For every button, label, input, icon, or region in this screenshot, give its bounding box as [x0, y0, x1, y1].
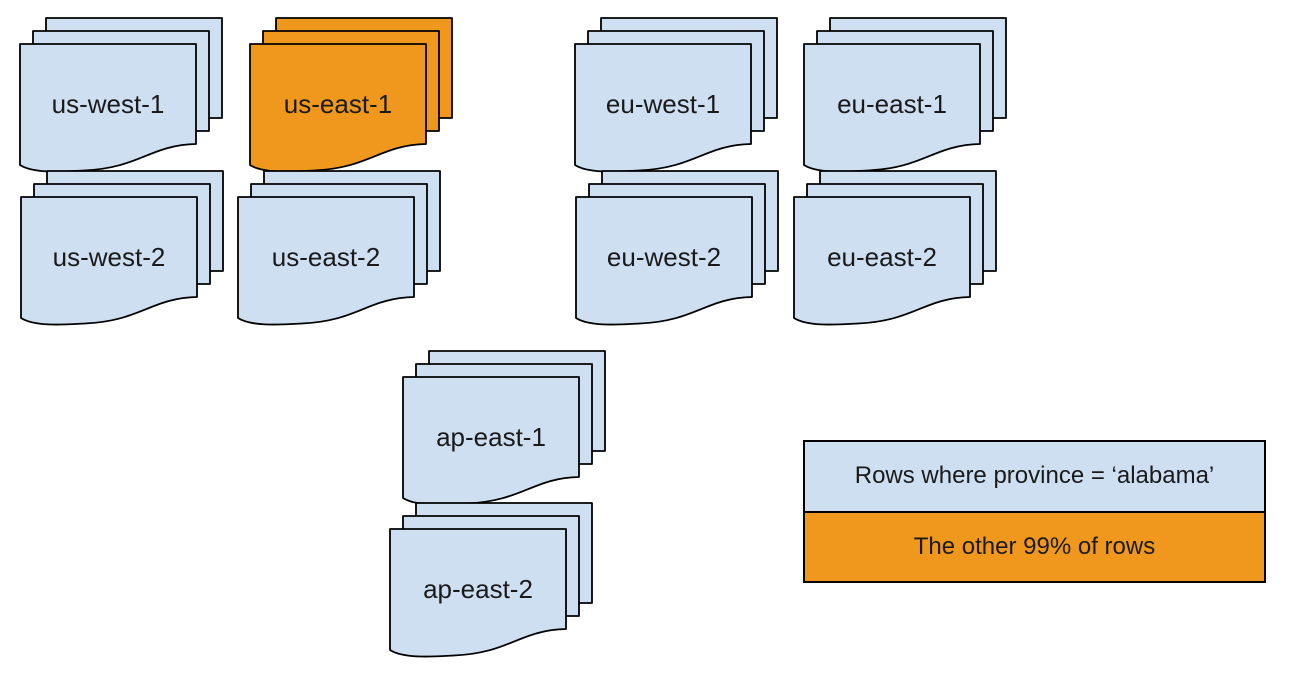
document-stack-icon [249, 17, 453, 173]
document-stack-icon [575, 170, 779, 326]
stack-eu-east-2: eu-east-2 [793, 170, 997, 328]
stack-us-east-1: us-east-1 [249, 17, 453, 175]
stack-eu-west-1: eu-west-1 [574, 17, 778, 175]
document-stack-icon [237, 170, 441, 326]
legend-label: Rows where province = ‘alabama’ [854, 462, 1215, 490]
stack-ap-east-1: ap-east-1 [402, 350, 606, 508]
document-stack-icon [803, 17, 1007, 173]
legend: Rows where province = ‘alabama’ The othe… [803, 440, 1266, 583]
stack-eu-west-2: eu-west-2 [575, 170, 779, 328]
document-stack-icon [574, 17, 778, 173]
stack-eu-east-1: eu-east-1 [803, 17, 1007, 175]
document-stack-icon [389, 502, 593, 658]
document-stack-icon [793, 170, 997, 326]
stack-us-east-2: us-east-2 [237, 170, 441, 328]
stack-us-west-1: us-west-1 [19, 17, 223, 175]
legend-label: The other 99% of rows [913, 532, 1156, 560]
stack-ap-east-2: ap-east-2 [389, 502, 593, 660]
legend-item-alabama-rows: Rows where province = ‘alabama’ [805, 442, 1264, 513]
document-stack-icon [402, 350, 606, 506]
legend-item-other-rows: The other 99% of rows [805, 512, 1264, 581]
document-stack-icon [20, 170, 224, 326]
stack-us-west-2: us-west-2 [20, 170, 224, 328]
document-stack-icon [19, 17, 223, 173]
